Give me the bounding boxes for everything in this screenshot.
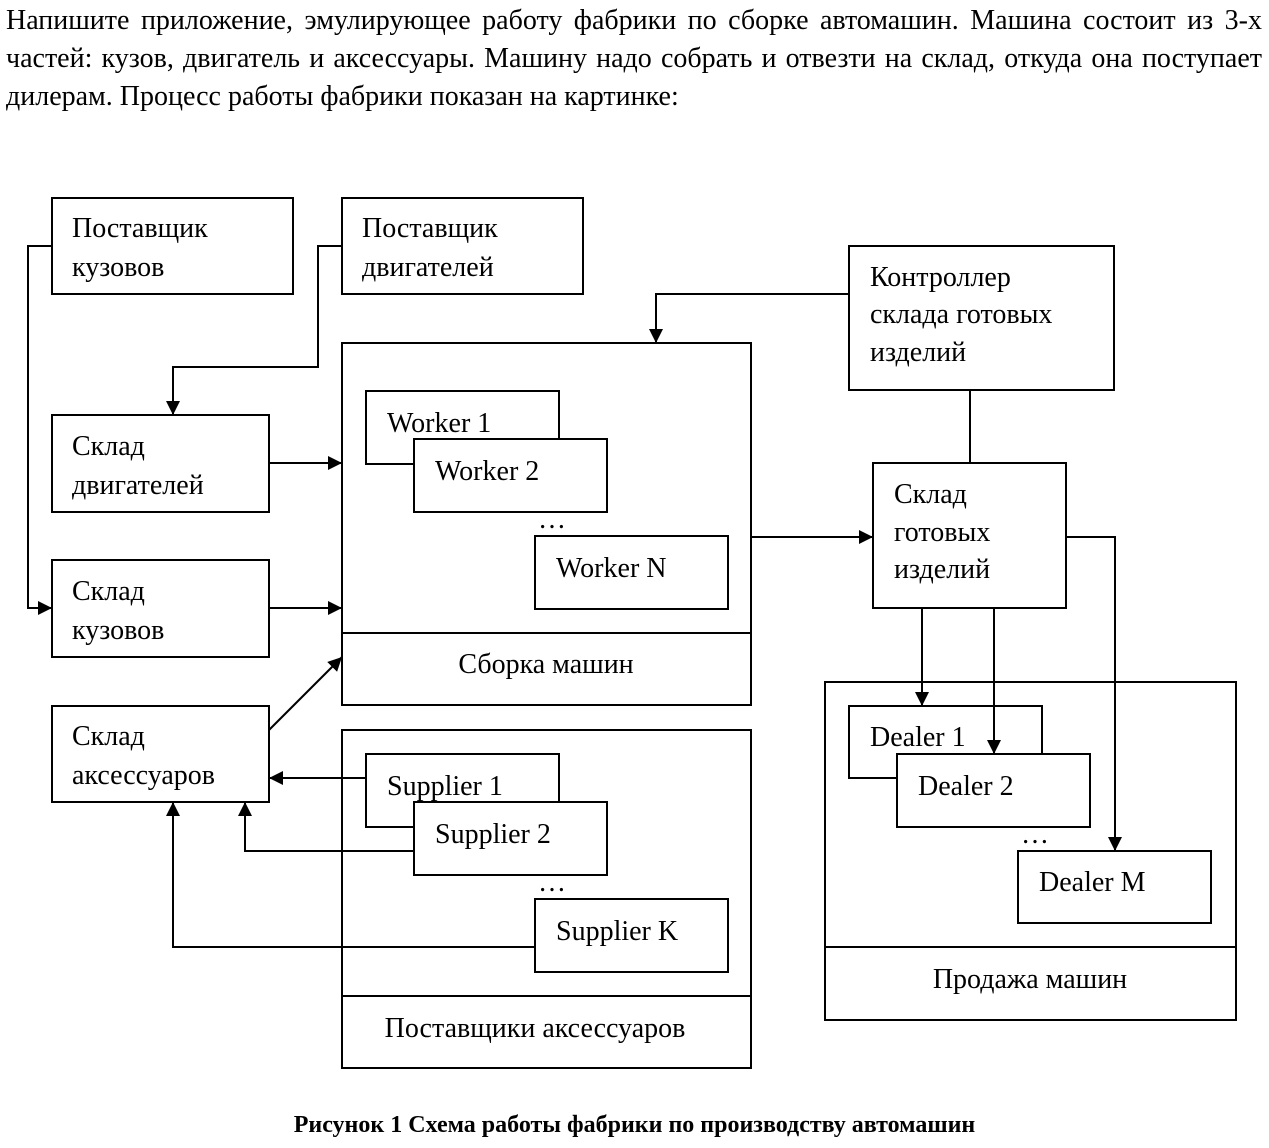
- worker-2-label: Worker 2: [435, 456, 539, 487]
- supplier-k-label: Supplier K: [556, 916, 678, 947]
- body-supplier-label: Поставщик кузовов: [72, 213, 215, 283]
- accessory-storage-box: [51, 705, 270, 803]
- arrow-supplier-2-to-accessory-storage: [238, 802, 414, 852]
- body-supplier-box: [51, 197, 294, 295]
- worker-n-box: [534, 535, 729, 610]
- engine-supplier-label: Поставщик двигателей: [362, 213, 505, 283]
- car-sales-title: Продажа машин: [933, 964, 1127, 995]
- dealers-ellipsis: …: [1021, 819, 1049, 850]
- suppliers-ellipsis: …: [538, 867, 566, 898]
- engine-supplier-box: [341, 197, 584, 295]
- dealer-1-label: Dealer 1: [870, 722, 966, 753]
- assembly-title: Сборка машин: [458, 649, 633, 680]
- arrow-finished-storage-to-dealer-m: [1066, 536, 1122, 851]
- worker-1-label: Worker 1: [387, 408, 491, 439]
- figure-caption: Рисунок 1 Схема работы фабрики по произв…: [293, 1112, 976, 1138]
- supplier-2-box: [413, 801, 608, 876]
- arrow-accessory-storage-to-assembly: [268, 656, 343, 731]
- dealer-m-label: Dealer M: [1039, 867, 1146, 898]
- supplier-1-label: Supplier 1: [387, 771, 503, 802]
- finished-goods-storage-label: Склад готовых изделий: [894, 479, 997, 585]
- arrow-controller-to-assembly: [649, 293, 849, 343]
- body-storage-box: [51, 559, 270, 658]
- accessory-storage-label: Склад аксессуаров: [72, 721, 215, 791]
- body-storage-label: Склад кузовов: [72, 576, 164, 646]
- worker-n-label: Worker N: [556, 553, 666, 584]
- workers-ellipsis: …: [538, 504, 566, 535]
- arrow-engine-supplier-to-engine-storage: [166, 245, 342, 415]
- supplier-k-box: [534, 898, 729, 973]
- warehouse-controller-box: [848, 245, 1115, 391]
- engine-storage-label: Склад двигателей: [72, 431, 204, 501]
- task-description: Напишите приложение, эмулирующее работу …: [6, 5, 1262, 112]
- worker-2-box: [413, 438, 608, 513]
- arrow-supplier-k-to-accessory-storage: [166, 802, 535, 948]
- dealer-m-box: [1017, 850, 1212, 924]
- supplier-2-label: Supplier 2: [435, 819, 551, 850]
- dealer-2-label: Dealer 2: [918, 771, 1014, 802]
- dealer-2-box: [896, 753, 1091, 828]
- engine-storage-box: [51, 414, 270, 513]
- arrow-body-supplier-to-body-storage: [27, 245, 52, 615]
- finished-goods-storage-box: [872, 462, 1067, 609]
- warehouse-controller-label: Контроллер склада готовых изделий: [870, 262, 1059, 368]
- accessory-suppliers-title: Поставщики аксессуаров: [385, 1013, 686, 1044]
